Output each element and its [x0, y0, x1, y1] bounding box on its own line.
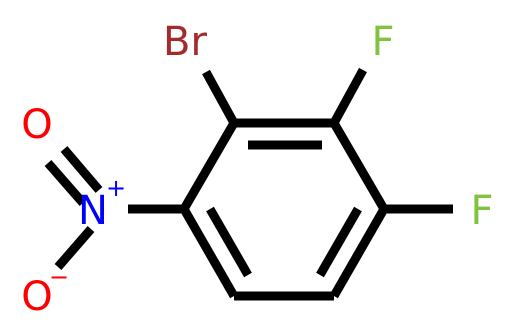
benzene-ring — [180, 118, 388, 301]
ring-bond — [180, 120, 238, 212]
oxygen-lower-label: O — [21, 274, 52, 320]
bond-c-f-upper — [330, 67, 367, 126]
ring-bond — [330, 206, 388, 299]
bromine-label: Br — [163, 19, 207, 65]
ring-bond — [180, 206, 238, 299]
bond-c-br — [202, 69, 238, 126]
oxygen-upper-label: O — [21, 102, 52, 148]
fluorine-upper-label: F — [371, 19, 394, 65]
ring-inner-bond — [206, 206, 252, 278]
nitrogen-charge: + — [106, 174, 126, 202]
oxygen-charge: − — [49, 263, 69, 291]
ring-inner-bond — [316, 206, 362, 278]
nitrogen-label: N — [78, 188, 108, 234]
ring-bond — [330, 120, 388, 212]
bond-n-o-lower — [54, 226, 95, 270]
fluorine-lower-label: F — [470, 188, 493, 234]
bond-n-o-upper-second — [44, 160, 87, 206]
bond-n-o-upper — [60, 146, 103, 193]
